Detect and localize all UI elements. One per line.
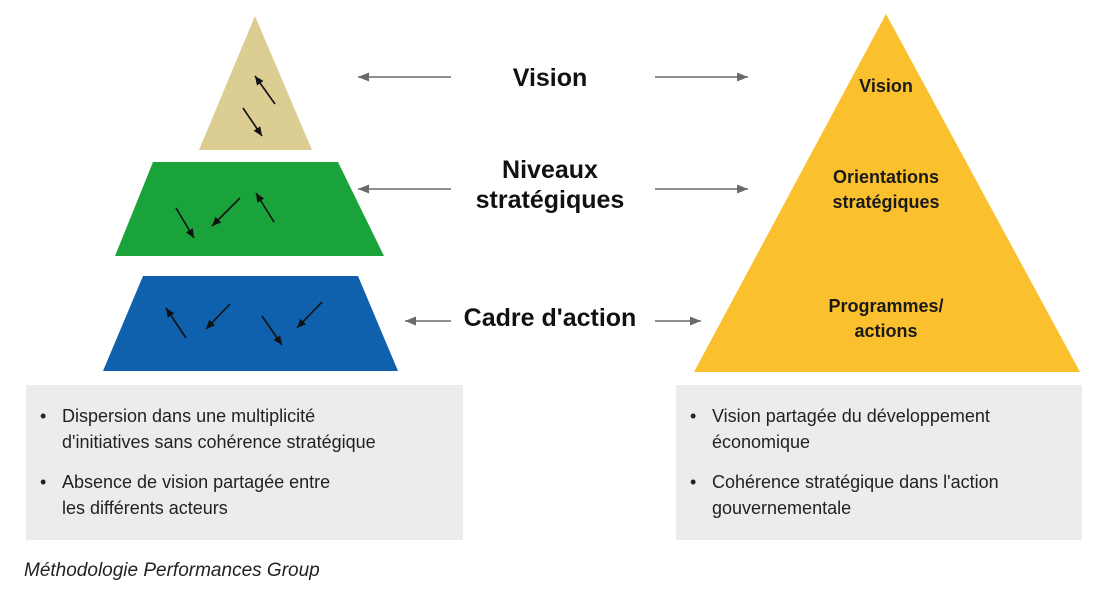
- label-niveaux-strategiques: Niveaux stratégiques: [440, 155, 660, 215]
- right-pyramid-triangle: [694, 14, 1080, 372]
- label-niveaux-line1: Niveaux: [502, 156, 598, 184]
- direction-arrow: [255, 192, 275, 223]
- list-item-line: les différents acteurs: [62, 498, 228, 518]
- bullet-icon: •: [690, 472, 697, 492]
- left-bullet-list: • Dispersion dans une multiplicité d'ini…: [40, 403, 447, 521]
- right-bullet-list: • Vision partagée du développement écono…: [690, 403, 1066, 521]
- bullet-icon: •: [40, 406, 47, 426]
- left-pyramid-bottom-trapezoid: [103, 276, 398, 371]
- right-label-programmes-line1: Programmes/: [828, 296, 944, 316]
- direction-arrow: [261, 315, 283, 346]
- right-description-box: • Vision partagée du développement écono…: [676, 385, 1082, 540]
- bullet-icon: •: [690, 406, 697, 426]
- list-item-line: d'initiatives sans cohérence stratégique: [62, 432, 376, 452]
- direction-arrow: [242, 107, 263, 137]
- list-item: • Vision partagée du développement écono…: [690, 403, 1066, 455]
- list-item: • Cohérence stratégique dans l'action go…: [690, 469, 1066, 521]
- list-item: • Dispersion dans une multiplicité d'ini…: [40, 403, 447, 455]
- left-pyramid-middle-trapezoid: [115, 162, 384, 256]
- left-pyramid-top-triangle: [199, 16, 312, 150]
- right-label-vision: Vision: [859, 76, 913, 96]
- list-item-line: gouvernementale: [712, 498, 852, 518]
- right-label-orientations-line1: Orientations: [832, 167, 939, 187]
- list-item: • Absence de vision partagée entre les d…: [40, 469, 447, 521]
- source-caption: Méthodologie Performances Group: [24, 560, 320, 581]
- list-item-line: Dispersion dans une multiplicité: [62, 406, 316, 426]
- right-label-orientations-line2: stratégiques: [832, 192, 940, 212]
- list-item-line: économique: [712, 432, 811, 452]
- right-label-orientations: Orientations stratégiques: [776, 165, 996, 215]
- scattered-arrows: [165, 75, 323, 346]
- connector-arrows: [358, 72, 748, 326]
- direction-arrow: [211, 197, 241, 227]
- right-label-programmes-line2: actions: [854, 321, 918, 341]
- bullet-icon: •: [40, 472, 47, 492]
- direction-arrow: [205, 303, 231, 330]
- label-niveaux-line2: stratégiques: [475, 186, 625, 214]
- list-item-line: Cohérence stratégique dans l'action: [712, 472, 999, 492]
- label-cadre-action: Cadre d'action: [463, 304, 637, 332]
- list-item-line: Vision partagée du développement: [712, 406, 990, 426]
- label-vision: Vision: [512, 64, 588, 92]
- direction-arrow: [175, 207, 195, 239]
- list-item-line: Absence de vision partagée entre: [62, 472, 331, 492]
- right-label-programmes: Programmes/ actions: [776, 294, 996, 344]
- direction-arrow: [296, 301, 323, 329]
- left-description-box: • Dispersion dans une multiplicité d'ini…: [26, 385, 463, 540]
- direction-arrow: [254, 75, 276, 105]
- direction-arrow: [165, 307, 187, 339]
